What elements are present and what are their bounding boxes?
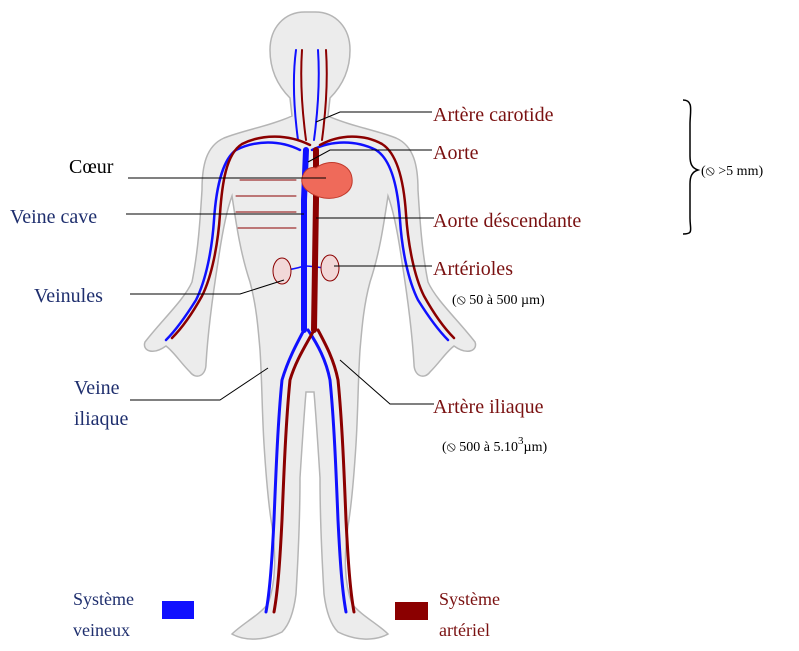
label-descending-aorta: Aorte déscendante <box>433 210 581 232</box>
label-iliac-artery: Artère iliaque <box>433 396 544 418</box>
legend-venous-line2: veineux <box>73 620 130 640</box>
iliac-size-prefix: (⦸ 500 à 5.10 <box>442 440 518 455</box>
label-iliac-vein-line1: Veine <box>74 377 120 399</box>
body-silhouette-icon <box>144 12 475 639</box>
legend-arterial-swatch <box>395 602 428 620</box>
label-venules: Veinules <box>34 285 103 307</box>
label-iliac-vein-line2: iliaque <box>74 408 129 430</box>
label-arterioles: Artérioles <box>433 258 513 280</box>
legend-arterial-line2: artériel <box>439 620 490 640</box>
label-aorta: Aorte <box>433 142 479 164</box>
label-large-vessel-size: (⦸ >5 mm) <box>701 164 763 179</box>
brace-icon <box>683 100 698 234</box>
legend-venous-line1: Système <box>73 589 134 609</box>
label-vena-cava: Veine cave <box>10 206 97 228</box>
legend-arterial-line1: Système <box>439 589 500 609</box>
label-arterioles-size: (⦸ 50 à 500 µm) <box>452 293 545 308</box>
label-heart: Cœur <box>69 156 114 178</box>
label-iliac-size: (⦸ 500 à 5.103µm) <box>442 435 547 455</box>
label-carotid: Artère carotide <box>433 104 554 126</box>
legend-venous-swatch <box>162 601 194 619</box>
iliac-size-suffix: µm) <box>524 440 548 455</box>
